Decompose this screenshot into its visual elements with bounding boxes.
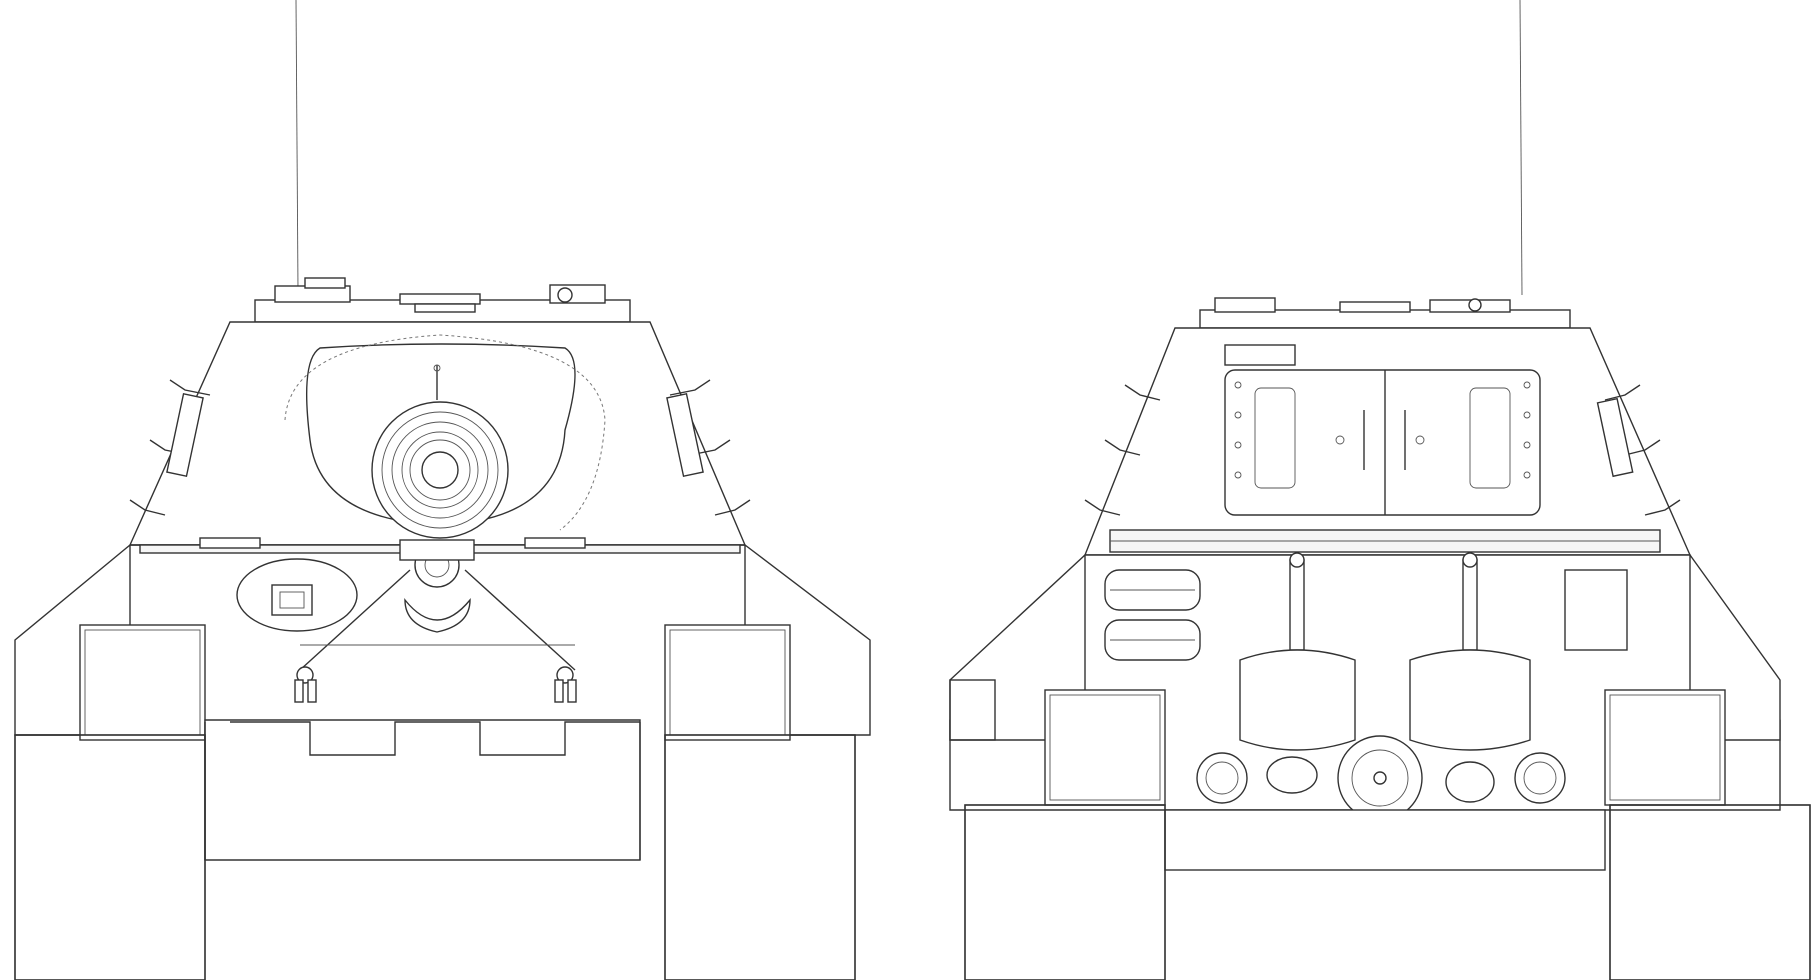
- antenna: [295, 0, 299, 291]
- rear-hatch: [1224, 344, 1541, 516]
- track-left: [14, 734, 206, 980]
- tow-shackle-left: [294, 666, 317, 703]
- driver-vision-port: [236, 558, 358, 632]
- roof-fittings: [254, 277, 631, 323]
- antenna: [1519, 0, 1523, 296]
- track-right: [1609, 804, 1811, 980]
- side-brackets-right: [666, 379, 751, 516]
- storage-bins-left: [1104, 569, 1201, 661]
- towing-bracket: [294, 539, 577, 703]
- storage-box-right: [1564, 569, 1628, 651]
- tow-shackle-right: [554, 666, 577, 703]
- exhaust-right: [1409, 552, 1531, 751]
- front-view: [14, 0, 871, 980]
- rear-view: [949, 0, 1811, 980]
- gun-barrel: [371, 364, 509, 539]
- rear-access-covers: [1196, 735, 1566, 821]
- roof-fittings: [1199, 297, 1571, 329]
- track-left: [964, 804, 1166, 980]
- exhaust-left: [1239, 552, 1356, 751]
- side-brackets-left: [129, 379, 211, 516]
- lower-hull: [204, 719, 641, 861]
- track-right: [664, 734, 856, 980]
- side-brackets-right: [1596, 384, 1681, 516]
- side-brackets-left: [1084, 384, 1161, 516]
